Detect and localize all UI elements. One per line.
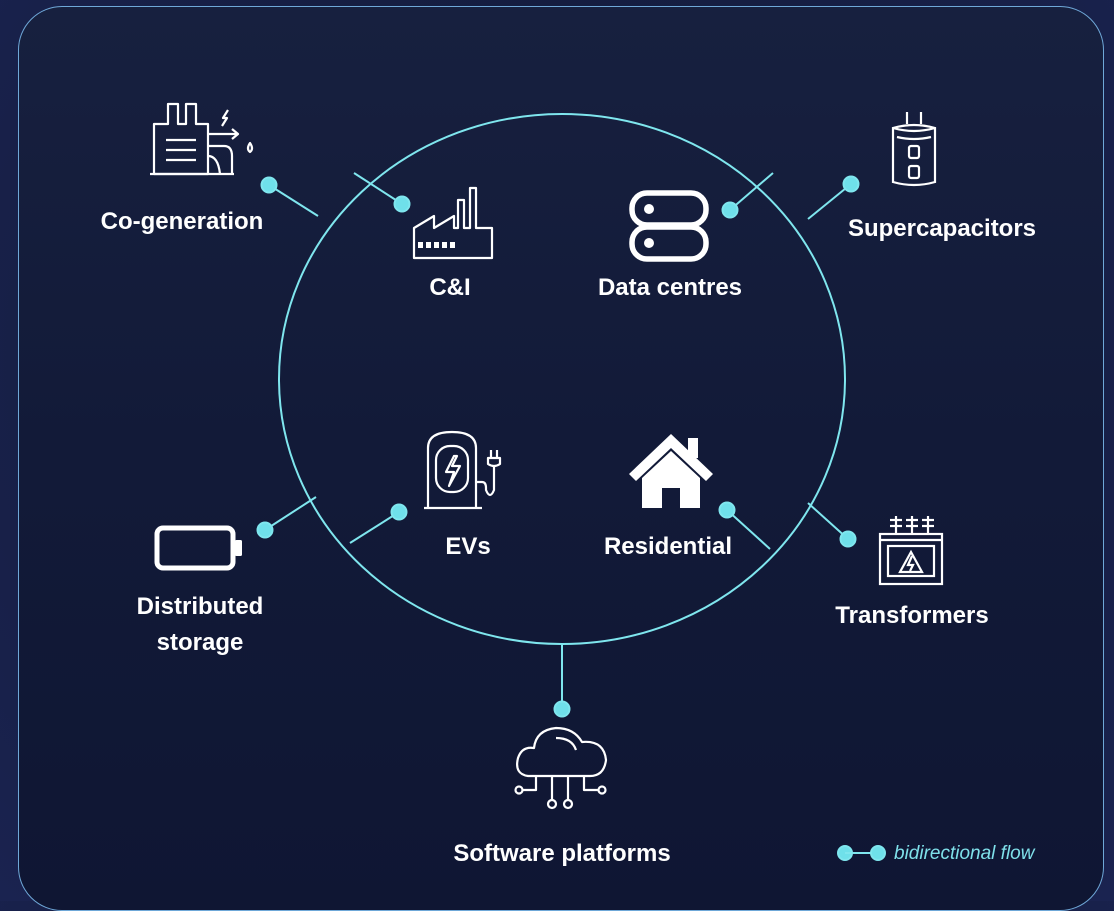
factory-icon	[412, 186, 494, 260]
diagram-frame	[18, 6, 1104, 911]
connector-transformers	[807, 502, 857, 548]
label-evs: EVs	[445, 533, 491, 560]
capacitor-icon	[891, 112, 937, 187]
connector-supercapacitors	[807, 175, 860, 220]
label-software-platforms: Software platforms	[453, 840, 671, 867]
power-plant-icon	[150, 102, 254, 176]
label-distributed-storage-line1: Distributed	[136, 593, 264, 620]
connector-data-centres	[721, 172, 774, 219]
connector-co-generation	[260, 176, 319, 217]
transformer-icon	[878, 516, 944, 586]
legend-text: bidirectional flow	[894, 843, 1035, 864]
house-icon	[629, 434, 713, 508]
server-icon	[629, 190, 709, 262]
label-transformers: Transformers	[835, 602, 989, 629]
label-distributed-storage-line2: storage	[156, 629, 244, 656]
connector-software-platforms	[553, 644, 571, 718]
battery-icon	[154, 525, 242, 571]
label-co-generation: Co-generation	[100, 208, 264, 235]
central-ring	[278, 113, 846, 645]
connector-c-and-i	[353, 172, 411, 213]
label-residential: Residential	[603, 533, 733, 560]
legend: bidirectional flow	[836, 840, 1034, 868]
ev-charger-icon	[424, 430, 502, 510]
connector-evs	[349, 503, 408, 544]
label-supercapacitors: Supercapacitors	[847, 215, 1037, 242]
connector-distributed-storage	[256, 496, 317, 539]
cloud-network-icon	[514, 726, 608, 810]
connector-residential	[718, 501, 771, 550]
bidirectional-connector-icon	[837, 845, 886, 861]
label-c-and-i: C&I	[429, 274, 471, 301]
label-data-centres: Data centres	[597, 274, 743, 301]
